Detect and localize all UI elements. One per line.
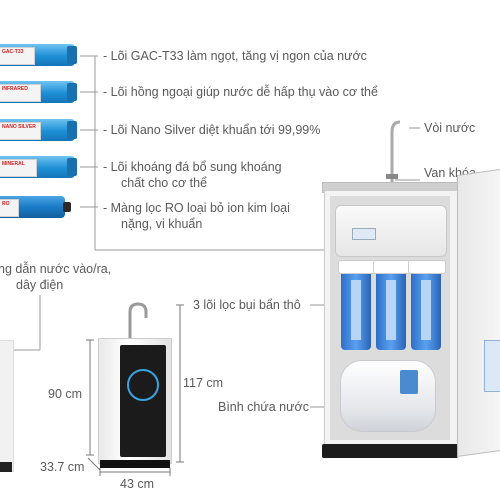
callout-prefilters: 3 lõi lọc bụi bẩn thô — [193, 298, 301, 312]
back-panel-base — [0, 462, 12, 472]
infrared-cartridge: INFRARED — [0, 81, 77, 103]
callout-ro-1: - Màng lọc RO loại bỏ ion kim loại — [103, 201, 290, 215]
callout-nano-silver: - Lõi Nano Silver diệt khuẩn tới 99,99% — [103, 123, 321, 137]
ro-housing-display — [352, 228, 376, 240]
callout-mineral-1: - Lõi khoáng đá bổ sung khoáng — [103, 160, 282, 174]
door-sticker — [484, 340, 500, 392]
callout-gac: - Lõi GAC-T33 làm ngọt, tăng vị ngon của… — [103, 49, 367, 63]
cartridge-tag: RO — [2, 201, 10, 207]
prefilter-1 — [338, 260, 376, 350]
mineral-cartridge: MINERAL — [0, 156, 77, 178]
faucet-icon — [386, 120, 401, 188]
callout-infrared: - Lõi hồng ngoại giúp nước dễ hấp thụ và… — [103, 85, 378, 99]
dimension-depth: 33.7 cm — [40, 460, 85, 474]
callout-ro-2: nặng, vi khuẩn — [121, 217, 203, 231]
callout-pipes-2: dây điện — [16, 278, 64, 292]
ro-membrane-cartridge: RO — [0, 196, 71, 218]
callout-pipes-1: ng dẫn nước vào/ra, — [0, 262, 112, 276]
prefilter-2 — [373, 260, 411, 350]
dimension-height-total: 117 cm — [183, 376, 224, 390]
nano-silver-cartridge: NANO SILVER — [0, 119, 77, 141]
cartridge-tag: INFRARED — [2, 86, 28, 92]
tank-label — [400, 370, 418, 394]
faucet-small-icon — [128, 302, 148, 338]
cabinet-door — [457, 167, 500, 457]
dimension-width: 43 cm — [120, 477, 155, 491]
prefilter-3 — [408, 260, 446, 350]
callout-faucet: Vòi nước — [424, 121, 476, 135]
callout-tank: Bình chứa nước — [218, 400, 309, 414]
water-tank — [340, 360, 436, 432]
gac-t33-cartridge: GAC-T33 — [0, 44, 77, 66]
panel-circle-icon — [127, 369, 159, 401]
purifier-base-small — [100, 460, 170, 468]
dimension-height-inner: 90 cm — [48, 387, 83, 401]
callout-mineral-2: chất cho cơ thể — [121, 176, 208, 190]
cartridge-tag: NANO SILVER — [2, 124, 36, 130]
cabinet-base — [322, 444, 458, 458]
cartridge-tag: GAC-T33 — [2, 49, 24, 55]
cartridge-tag: MINERAL — [2, 161, 25, 167]
